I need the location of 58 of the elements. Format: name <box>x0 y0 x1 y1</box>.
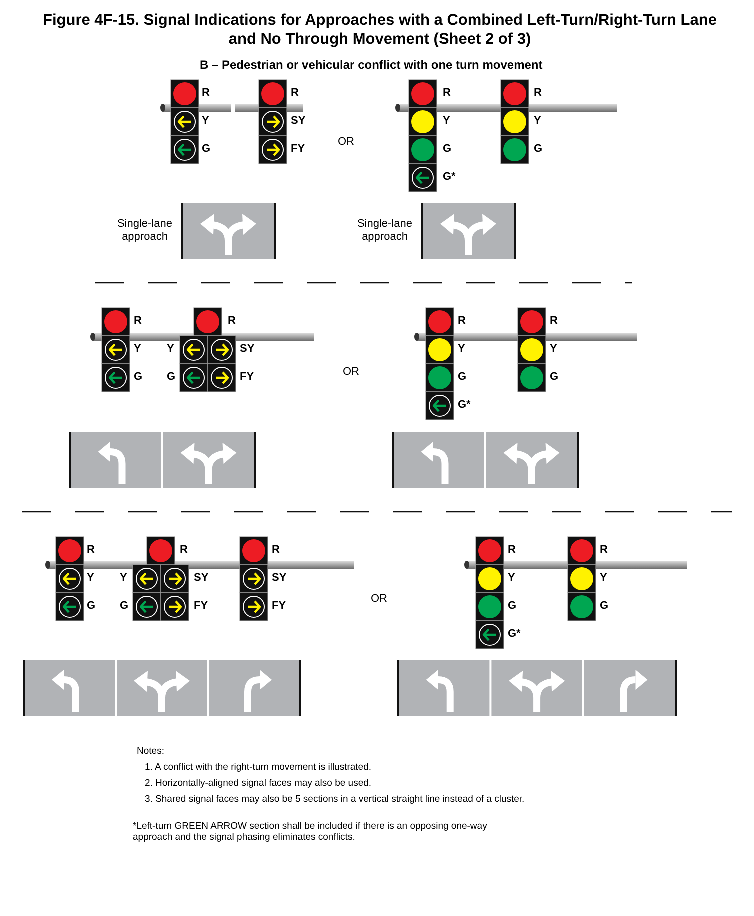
signal-label: FY <box>194 600 208 614</box>
signal-label: Y <box>600 572 608 586</box>
or-label: OR <box>338 136 354 150</box>
signal-label: G <box>134 371 143 384</box>
signal-label: G* <box>443 171 456 184</box>
signal-label: SY <box>240 343 255 356</box>
signal-label: G <box>508 600 517 614</box>
signal-label: G* <box>508 628 521 642</box>
signal-label: G <box>534 143 543 156</box>
signal-label: FY <box>291 143 306 156</box>
signal-label: Y <box>120 572 128 586</box>
signal-label: R <box>550 315 558 328</box>
signal-label: Y <box>202 115 210 128</box>
signal-label: Y <box>508 572 516 586</box>
or-label: OR <box>371 593 388 606</box>
signal-label: FY <box>240 371 254 384</box>
notes-heading: Notes: <box>137 746 164 758</box>
approach-label: Single-lane approach <box>116 218 174 244</box>
signal-label: R <box>291 87 299 100</box>
signal-label: R <box>508 544 516 558</box>
signal-label: Y <box>134 343 142 356</box>
signal-label: R <box>180 544 188 558</box>
signal-label: Y <box>550 343 558 356</box>
signal-label: R <box>87 544 95 558</box>
signal-label: G <box>87 600 96 614</box>
signal-label: G <box>120 600 129 614</box>
signal-label: Y <box>534 115 542 128</box>
approach-label: Single-lane approach <box>356 218 414 244</box>
note-text: 2. Horizontally-aligned signal faces may also be used. <box>145 778 372 790</box>
signal-label: SY <box>291 115 306 128</box>
signal-label: SY <box>194 572 209 586</box>
note-text: 1. A conflict with the right-turn movement is illustrated. <box>145 762 372 774</box>
signal-label: G <box>458 371 467 384</box>
note-text: 3. Shared signal faces may also be 5 sections in a vertical straight line instead of a cluster. <box>145 794 525 806</box>
signal-label: G <box>600 600 609 614</box>
signal-label: Y <box>167 343 174 356</box>
signal-label: G <box>167 371 176 384</box>
signal-label: R <box>600 544 608 558</box>
signal-label: R <box>228 315 236 328</box>
or-label: OR <box>343 366 360 380</box>
signal-label: R <box>272 544 280 558</box>
signal-label: Y <box>443 115 450 128</box>
signal-label: Y <box>458 343 466 356</box>
signal-label: G <box>443 143 452 156</box>
signal-label: R <box>534 87 542 100</box>
signal-label: R <box>134 315 142 328</box>
signal-label: FY <box>272 600 286 614</box>
footnote: *Left-turn GREEN ARROW section shall be included if there is an opposing one-way approach and the signal phasing eliminates conflicts. <box>133 821 488 844</box>
signal-label: G* <box>458 399 471 412</box>
signal-label: R <box>458 315 466 328</box>
signal-label: R <box>202 87 210 100</box>
signal-label: G <box>202 143 211 156</box>
signal-label: Y <box>87 572 94 586</box>
signal-label: G <box>550 371 559 384</box>
signal-label: SY <box>272 572 287 586</box>
subtitle: B – Pedestrian or vehicular conflict with one turn movement <box>200 58 543 72</box>
signal-label: R <box>443 87 451 100</box>
figure-title: Figure 4F-15. Signal Indications for Approaches with a Combined Left-Turn/Right-Turn Lane and No Through Movement (Sheet 2 of 3) <box>42 12 718 50</box>
